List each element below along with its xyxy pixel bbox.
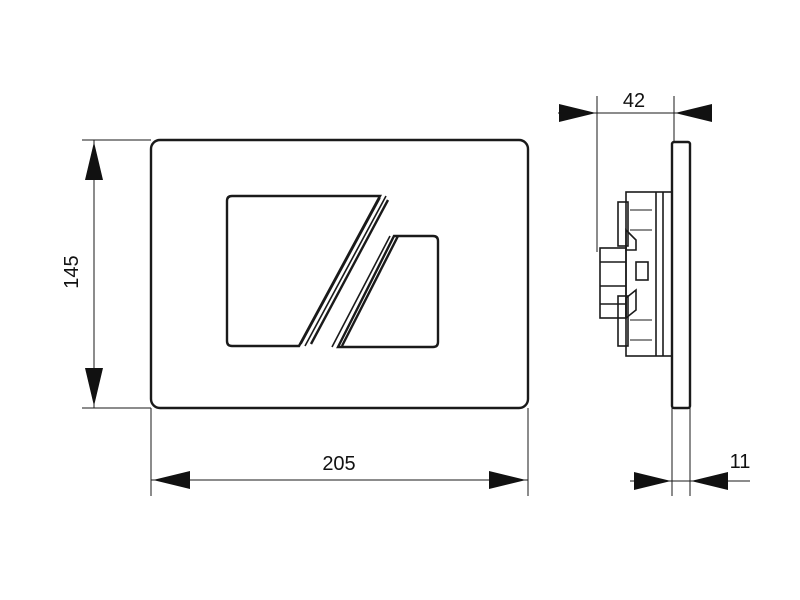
arrowhead-plate-left (634, 472, 671, 490)
side-mechanism (599, 191, 673, 357)
arrowhead-left (153, 471, 190, 489)
dimension-width: 205 (150, 408, 529, 496)
plate-thickness-label: 11 (730, 451, 751, 473)
button-groove-lines (300, 195, 400, 348)
dimension-depth: 42 (558, 90, 712, 252)
width-label: 205 (322, 453, 355, 475)
arrowhead-depth-right (675, 104, 712, 122)
dimension-plate-thickness: 11 (630, 408, 750, 496)
side-view (599, 140, 692, 410)
arrowhead-depth-left (559, 104, 596, 122)
arrowhead-up (85, 142, 103, 180)
front-plate-outline (149, 138, 530, 410)
large-flush-button (225, 194, 383, 348)
front-view (149, 138, 530, 410)
arrowhead-right (489, 471, 526, 489)
arrowhead-down (85, 368, 103, 406)
arrowhead-plate-right (691, 472, 728, 490)
small-flush-button (336, 234, 440, 349)
side-cover-plate (670, 140, 692, 410)
depth-label: 42 (623, 90, 645, 112)
dimension-height: 145 (61, 139, 151, 409)
height-label: 145 (61, 255, 83, 288)
